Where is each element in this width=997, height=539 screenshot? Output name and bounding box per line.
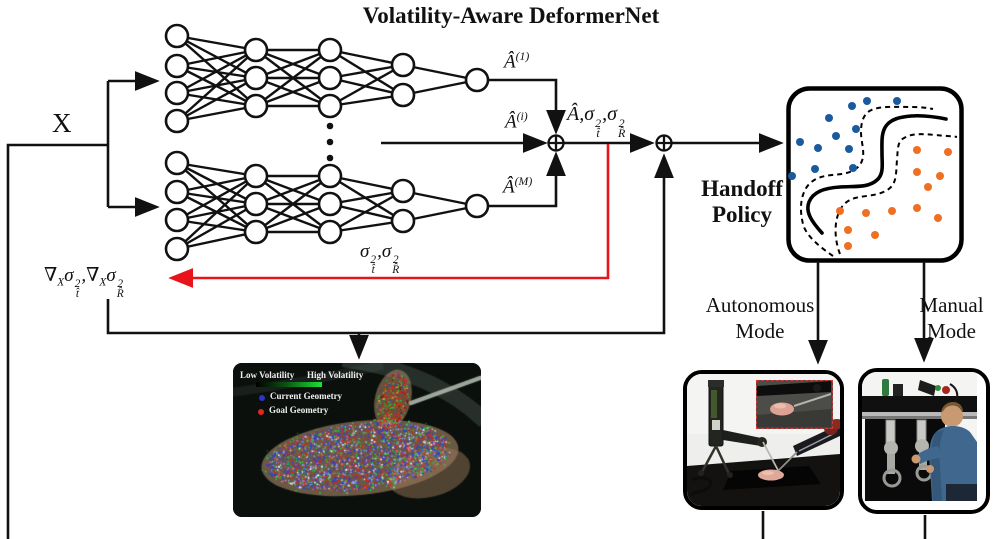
camera-view-inset [756, 380, 833, 429]
low-volatility-label: Low Volatility [240, 370, 295, 380]
current-geometry-dot-icon [259, 395, 265, 401]
autonomous-mode-label: Autonomous Mode [695, 292, 825, 344]
tissue-sample [758, 469, 784, 481]
manual-mode-label: Manual Mode [906, 292, 997, 344]
operator-arm [916, 446, 942, 464]
input-line [6, 143, 108, 539]
handoff-policy-line1: Handoff [701, 176, 783, 201]
green-bottle [882, 379, 889, 396]
goal-geometry-label: Goal Geometry [269, 405, 329, 415]
decision-boundary-curve [806, 113, 948, 235]
ensemble-ellipsis [326, 122, 334, 162]
teleoperation-console-illustration [862, 372, 977, 501]
handoff-policy-line2: Policy [711, 202, 773, 227]
operator-head [941, 405, 963, 427]
operator-hair [941, 402, 963, 413]
gradient-feedback-lines [106, 153, 674, 360]
pointcloud-canvas [233, 363, 481, 517]
volatility-visualization-panel: Low Volatility High Volatility Current G… [233, 363, 481, 517]
manual-mode-photo [858, 368, 990, 514]
manual-mode-line1: Manual [919, 293, 984, 317]
green-knob [935, 385, 941, 391]
prediction-i-label: Â(i) [505, 110, 528, 133]
autonomous-mode-line2: Mode [735, 319, 785, 343]
pred1-line [488, 78, 566, 135]
mode-drop-lines [761, 261, 934, 539]
patient-side-robot-arm [698, 380, 767, 478]
predM-line [488, 151, 566, 208]
volatility-colorbar [256, 382, 322, 387]
margin-curve-lower [834, 133, 958, 255]
handoff-policy-label: Handoff Policy [688, 176, 796, 228]
prediction-M-label: Â(M) [503, 175, 533, 198]
operator-shirt [929, 426, 977, 501]
tool-shaft-left [762, 441, 780, 473]
inset-knob [813, 384, 821, 392]
ensemble-networks [164, 23, 490, 262]
autonomous-mode-photo [683, 370, 844, 510]
variance-feedback-red-line [168, 144, 610, 288]
figure-title: Volatility-Aware DeformerNet [362, 3, 660, 28]
autonomous-mode-line1: Autonomous [705, 293, 815, 317]
fusion-nodes [547, 134, 673, 152]
inset-tool-shaft [793, 393, 832, 407]
red-knob [942, 386, 950, 394]
gradient-to-combine-line [106, 153, 674, 335]
operator-hand [911, 454, 921, 464]
input-x-label: X [52, 108, 72, 138]
operator-person [911, 402, 977, 501]
input-routing-lines [6, 71, 160, 539]
prediction-1-label: Â(1) [504, 50, 530, 73]
handoff-policy-box [786, 86, 964, 263]
margin-curve-upper [799, 105, 934, 257]
operator-legs [946, 484, 977, 501]
goal-geometry-dot-icon [258, 409, 264, 415]
manual-mode-line2: Mode [927, 319, 976, 343]
ensemble-output-lines [381, 78, 784, 208]
cables [690, 476, 713, 497]
inset-tissue-view [757, 381, 832, 427]
high-volatility-label: High Volatility [307, 370, 364, 380]
handoff-scatter-dots [788, 97, 952, 250]
tool-shaft-right [774, 451, 798, 475]
current-geometry-label: Current Geometry [270, 391, 343, 401]
